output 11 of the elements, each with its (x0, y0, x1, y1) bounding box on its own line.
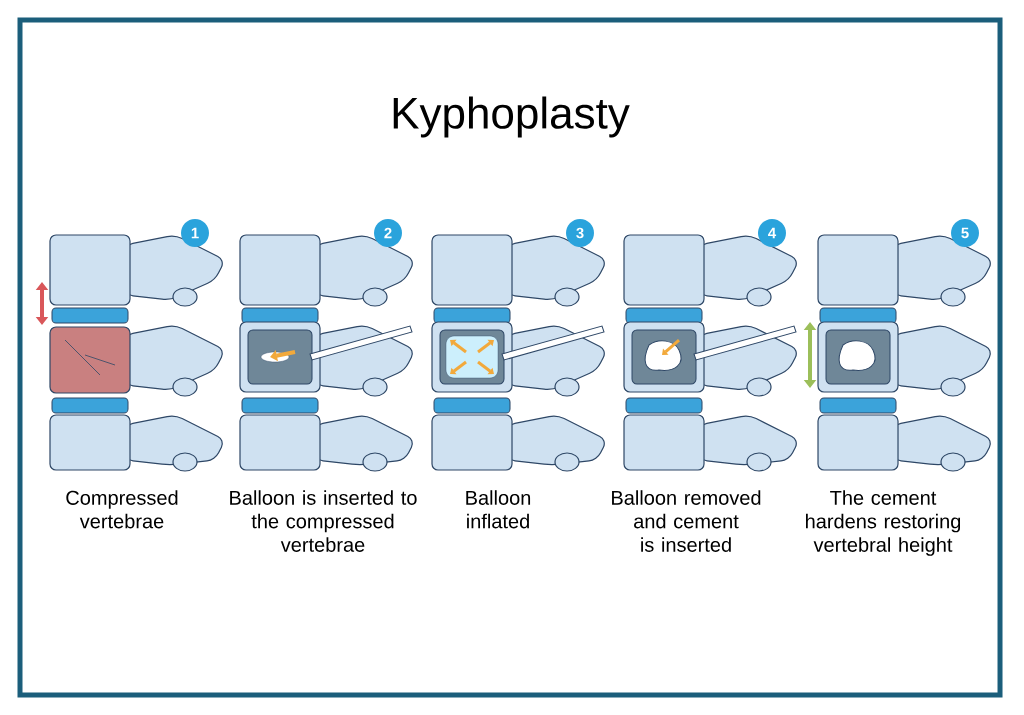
step-caption: Balloon removed and cement is inserted (612, 490, 761, 552)
step-number: 1 (181, 219, 209, 247)
step-number: 4 (758, 219, 786, 247)
step-number: 5 (951, 219, 979, 247)
step-caption: Balloon is inserted to the compressed vertebrae (230, 490, 417, 552)
step-caption: The cement hardens restoring vertebral height (806, 490, 961, 556)
step-caption: Compressed vertebrae (66, 490, 178, 529)
step-caption: Balloon inflated (466, 490, 531, 529)
step-number: 2 (374, 219, 402, 247)
step-number: 3 (566, 219, 594, 247)
title: Kyphoplasty (393, 96, 630, 138)
